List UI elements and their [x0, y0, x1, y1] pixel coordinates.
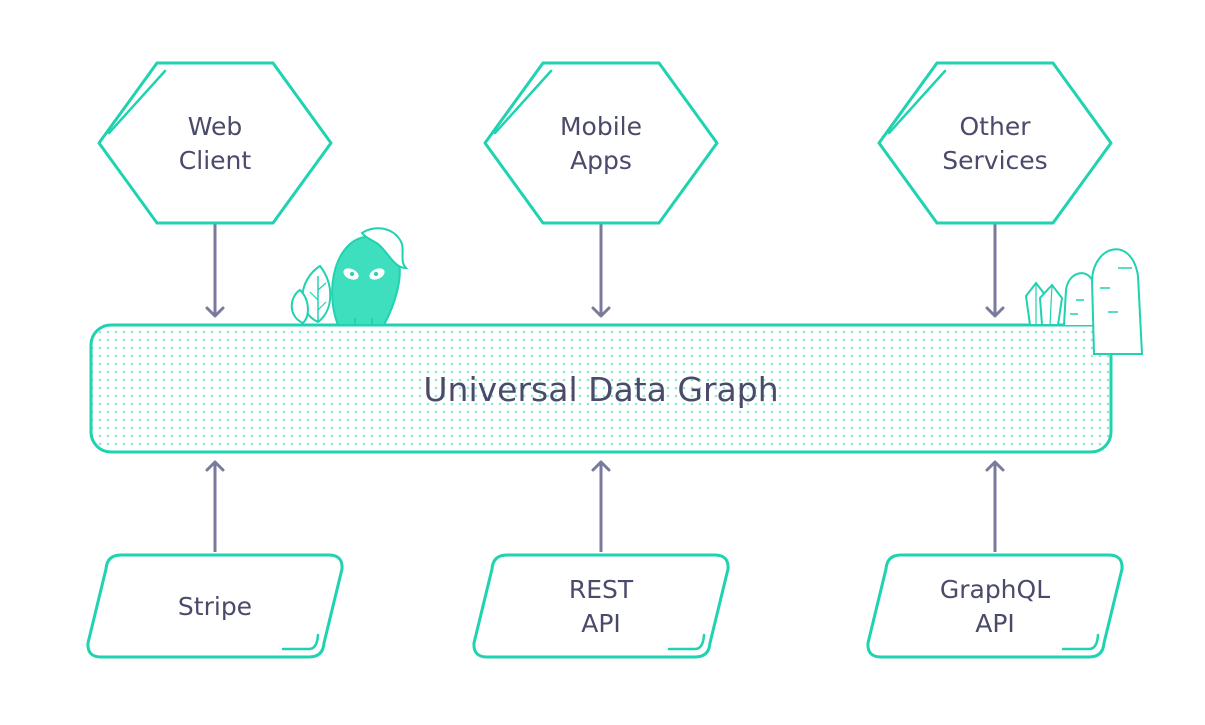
mobile-apps-hexagon-accent	[493, 69, 553, 135]
crystal-icon	[1024, 281, 1064, 326]
mobile-apps-arrow-down	[591, 224, 611, 318]
stripe-shape	[86, 553, 344, 659]
consumers.1-label-line: Apps	[570, 146, 632, 175]
graphql-api-node: GraphQL API	[866, 553, 1124, 659]
consumers.2-label-line: Other	[960, 112, 1032, 141]
graphql-api-shape-accent	[1061, 633, 1100, 651]
other-services-hexagon	[877, 61, 1113, 225]
consumers.1-label-line: Mobile	[560, 112, 642, 141]
mascot-illustration	[290, 227, 409, 326]
sources.2-label-line: GraphQL	[940, 575, 1050, 604]
query-arrows	[205, 224, 1005, 318]
consumers.2-label-line: Services	[942, 146, 1047, 175]
stripe-arrow-up	[205, 460, 225, 552]
mascot-icon	[331, 227, 409, 326]
stripe-shape-accent	[281, 633, 320, 651]
universal-data-graph-label: Universal Data Graph	[423, 370, 778, 409]
web-client-hexagon	[97, 61, 333, 225]
rest-api-shape-accent	[667, 633, 706, 651]
source-arrows	[205, 460, 1005, 552]
rest-api-shape	[472, 553, 730, 659]
graphql-api-shape	[866, 553, 1124, 659]
rest-api-node: REST API	[472, 553, 730, 659]
other-services-arrow-down	[985, 224, 1005, 318]
consumers.0-label-line: Client	[179, 146, 252, 175]
universal-data-graph: Universal Data Graph	[89, 323, 1113, 454]
web-client-arrow-down	[205, 224, 225, 318]
other-services-hexagon-accent	[887, 69, 947, 135]
leaf-icon	[290, 264, 332, 325]
rest-api-arrow-up	[591, 460, 611, 552]
graphql-api-arrow-up	[985, 460, 1005, 552]
cactus-icon	[1063, 248, 1144, 355]
mobile-apps-hexagon	[483, 61, 719, 225]
web-client-hexagon-accent	[107, 69, 167, 135]
sources.1-label-line: REST	[569, 575, 634, 604]
consumers.0-label-line: Web	[188, 112, 243, 141]
crystal-illustration	[1024, 248, 1144, 355]
sources.0-label-line: Stripe	[178, 592, 252, 621]
sources.1-label-line: API	[581, 609, 621, 638]
sources.2-label-line: API	[975, 609, 1015, 638]
stripe-node: Stripe	[86, 553, 344, 659]
